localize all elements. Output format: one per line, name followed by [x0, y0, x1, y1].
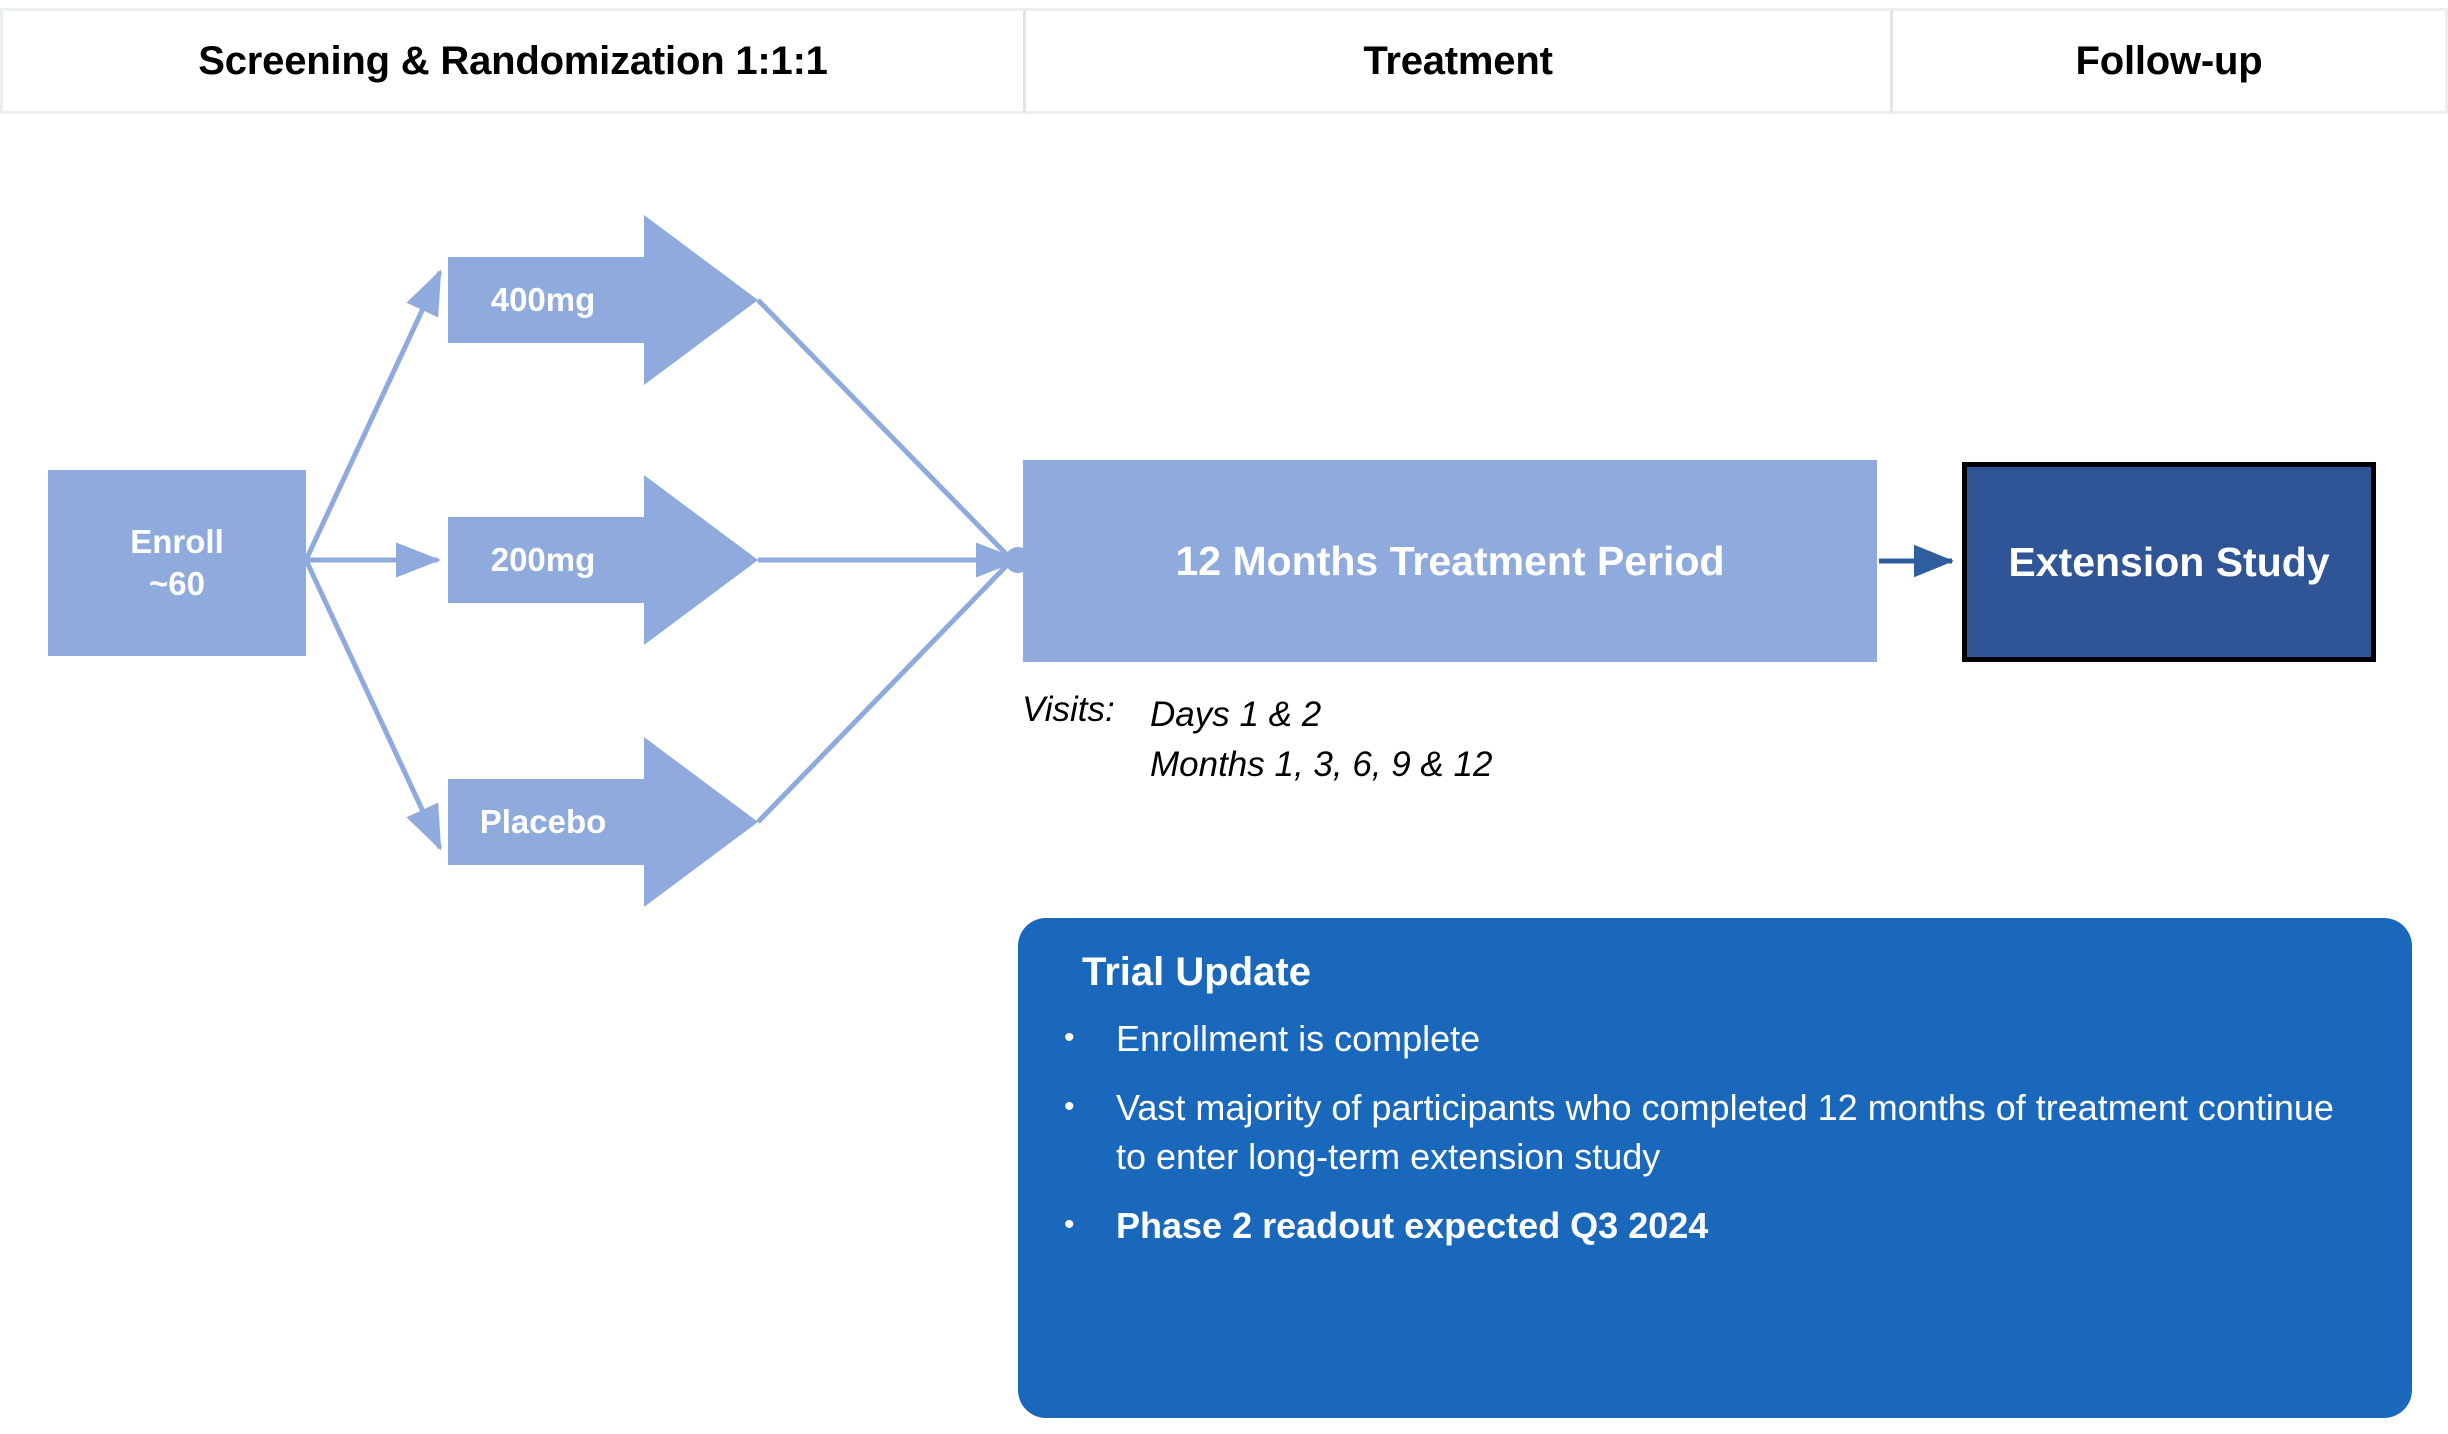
visits-label: Visits: [1022, 690, 1115, 729]
phase-label-screening: Screening & Randomization 1:1:1 [198, 38, 828, 83]
arm-label-placebo: Placebo [479, 803, 607, 840]
phase-header: Screening & Randomization 1:1:1 Treatmen… [0, 8, 2448, 114]
bullet-icon: • [1064, 1089, 1075, 1123]
visits-line-months: Months 1, 3, 6, 9 & 12 [1150, 744, 1493, 784]
treatment-period-box[interactable]: 12 Months Treatment Period [1023, 460, 1877, 662]
arm-label-400mg: 400mg [490, 281, 596, 318]
extension-study-box[interactable]: Extension Study [1962, 462, 2376, 662]
trial-update-item: • Phase 2 readout expected Q3 2024 [1064, 1202, 2372, 1251]
trial-update-item: • Vast majority of participants who comp… [1064, 1084, 2372, 1182]
arm-label-200mg: 200mg [490, 541, 596, 578]
enroll-label-line1: Enroll [130, 522, 224, 560]
phase-label-treatment: Treatment [1363, 38, 1553, 83]
block-arrow-shape-400mg [448, 215, 758, 385]
trial-update-item-text: Vast majority of participants who comple… [1116, 1086, 2334, 1177]
bullet-icon: • [1064, 1021, 1075, 1054]
phase-cell-followup: Follow-up [1893, 8, 2448, 114]
trial-update-callout: Trial Update • Enrollment is complete • … [1018, 918, 2412, 1418]
visits-annotation: Visits: Days 1 & 2 Months 1, 3, 6, 9 & 1… [1022, 690, 1492, 789]
enroll-label-line2: ~60 [149, 565, 205, 602]
block-arrow-shape-200mg [448, 475, 758, 645]
arm-arrow-placebo[interactable]: Placebo [448, 737, 758, 907]
trial-update-item-text: Enrollment is complete [1116, 1018, 1481, 1059]
bullet-icon: • [1064, 1207, 1075, 1241]
trial-update-item: • Enrollment is complete [1064, 1015, 2372, 1064]
phase-label-followup: Follow-up [2075, 38, 2263, 83]
arm-arrow-200mg[interactable]: 200mg [448, 475, 758, 645]
visits-line-days: Days 1 & 2 [1150, 695, 1322, 734]
trial-update-title: Trial Update [1082, 950, 1311, 994]
treatment-period-label: 12 Months Treatment Period [1175, 537, 1725, 584]
phase-cell-treatment: Treatment [1026, 8, 1893, 114]
extension-study-label: Extension Study [2008, 538, 2330, 585]
trial-update-list: • Enrollment is complete • Vast majority… [1064, 1015, 2372, 1251]
block-arrow-shape-placebo [448, 737, 758, 907]
trial-update-item-text: Phase 2 readout expected Q3 2024 [1116, 1204, 1709, 1246]
enroll-box[interactable]: Enroll ~60 [48, 470, 306, 656]
arm-arrow-400mg[interactable]: 400mg [448, 215, 758, 385]
phase-cell-screening: Screening & Randomization 1:1:1 [0, 8, 1026, 114]
